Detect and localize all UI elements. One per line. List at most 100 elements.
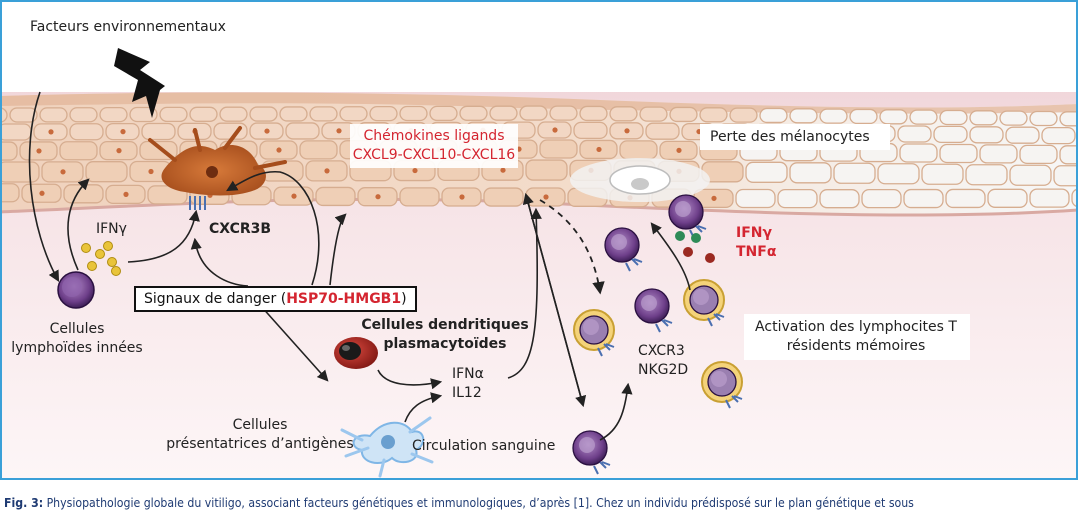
keratinocyte xyxy=(525,159,568,181)
keratinocyte xyxy=(877,163,920,185)
keratinocyte xyxy=(1029,188,1070,208)
t-cell-receptor xyxy=(707,313,725,327)
keratinocyte-nucleus xyxy=(552,127,558,133)
keratinocyte-nucleus xyxy=(596,146,602,153)
keratinocyte xyxy=(639,106,668,122)
keratinocyte xyxy=(519,105,548,121)
keratinocyte xyxy=(1059,111,1078,127)
label-innate-line2: lymphoïdes innées xyxy=(11,340,143,356)
keratinocyte xyxy=(969,126,1004,144)
keratinocyte xyxy=(921,163,964,185)
label-chemokines-line2: CXCL9-CXCL10-CXCL16 xyxy=(352,147,516,163)
label-cxcr3b: CXCR3B xyxy=(209,221,272,237)
keratinocyte xyxy=(609,106,638,122)
keratinocyte xyxy=(483,187,524,207)
keratinocyte xyxy=(833,162,876,184)
keratinocyte xyxy=(1053,165,1078,187)
keratinocyte xyxy=(299,140,338,160)
keratinocyte xyxy=(789,162,832,184)
keratinocyte xyxy=(899,143,938,163)
keratinocyte-nucleus xyxy=(39,190,45,196)
label-innate-cells: Cellules lymphoïdes innées xyxy=(2,320,152,358)
label-cxcr3: CXCR3 xyxy=(638,343,685,359)
keratinocyte xyxy=(573,121,608,140)
keratinocyte-nucleus xyxy=(60,169,66,175)
keratinocyte xyxy=(735,188,776,209)
keratinocyte xyxy=(59,141,98,161)
keratinocyte xyxy=(39,107,68,123)
keratinocyte xyxy=(99,106,128,123)
keratinocyte xyxy=(1041,126,1076,145)
keratinocyte xyxy=(965,164,1008,186)
label-nkg2d: NKG2D xyxy=(638,362,689,378)
label-ifng-red: IFNγ xyxy=(736,225,773,241)
label-env-factors: Facteurs environnementaux xyxy=(30,19,226,35)
keratinocyte xyxy=(819,189,860,209)
keratinocyte xyxy=(1009,164,1052,186)
keratinocyte xyxy=(903,188,944,209)
keratinocyte xyxy=(0,141,18,161)
keratinocyte xyxy=(759,107,788,124)
keratinocyte xyxy=(315,186,356,207)
keratinocyte xyxy=(213,122,248,140)
t-lymphocyte-nucleus xyxy=(579,437,595,453)
figure-caption: Fig. 3: Physiopathologie globale du viti… xyxy=(4,496,1074,510)
label-apc: Cellules présentatrices d’antigènes xyxy=(160,416,360,454)
keratinocyte xyxy=(1059,145,1078,165)
keratinocyte xyxy=(489,105,518,121)
keratinocyte-nucleus xyxy=(676,147,682,153)
keratinocyte-nucleus xyxy=(148,168,154,175)
label-chemokines-line1: Chémokines ligands xyxy=(363,128,505,144)
keratinocyte xyxy=(1029,110,1058,127)
keratinocyte xyxy=(279,106,308,122)
keratinocyte xyxy=(0,183,20,203)
keratinocyte xyxy=(933,125,968,144)
label-pdc: Cellules dendritiques plasmacytoïdes xyxy=(360,316,530,354)
t-cell-receptor xyxy=(597,343,615,357)
keratinocyte xyxy=(729,107,758,123)
keratinocyte xyxy=(939,143,978,164)
keratinocyte-nucleus xyxy=(291,193,297,199)
t-cell-receptor xyxy=(625,258,643,272)
keratinocyte xyxy=(945,188,986,209)
keratinocyte xyxy=(819,108,848,124)
keratinocyte xyxy=(979,144,1018,164)
label-il12: IL12 xyxy=(452,385,482,401)
danger-signals-box: Signaux de danger (HSP70-HMGB1) xyxy=(134,286,417,312)
label-apc-line2: présentatrices d’antigènes xyxy=(166,436,354,452)
keratinocyte xyxy=(69,123,104,141)
keratinocyte xyxy=(645,122,680,140)
caption-text: Physiopathologie globale du vitiligo, as… xyxy=(43,496,914,510)
keratinocyte xyxy=(369,105,398,122)
keratinocyte xyxy=(429,105,458,122)
label-activation: Activation des lymphocites T résidents m… xyxy=(746,318,966,356)
keratinocyte xyxy=(897,125,932,143)
keratinocyte xyxy=(459,105,488,121)
label-apc-line1: Cellules xyxy=(232,417,288,433)
apc-cell xyxy=(340,416,434,478)
keratinocyte xyxy=(549,105,578,121)
keratinocyte xyxy=(63,184,104,204)
label-innate-line1: Cellules xyxy=(49,321,105,337)
keratinocyte xyxy=(1005,126,1040,144)
keratinocyte xyxy=(669,106,698,123)
label-pdc-line1: Cellules dendritiques xyxy=(361,317,529,333)
keratinocyte xyxy=(1019,144,1058,165)
keratinocyte-nucleus xyxy=(48,129,54,135)
t-cell-receptor xyxy=(655,319,673,333)
keratinocyte xyxy=(939,109,968,126)
keratinocyte xyxy=(9,107,38,123)
t-lymphocyte-nucleus xyxy=(675,201,691,217)
label-tnfa-red: TNFα xyxy=(736,244,777,260)
keratinocyte-nucleus xyxy=(264,128,270,134)
diagram-canvas xyxy=(0,0,1078,480)
keratinocyte xyxy=(0,161,40,183)
keratinocyte xyxy=(969,110,998,126)
keratinocyte-nucleus xyxy=(375,194,381,200)
t-lymphocyte-nucleus xyxy=(693,289,709,305)
keratinocyte xyxy=(999,110,1028,126)
danger-suffix: ) xyxy=(401,291,407,307)
keratinocyte xyxy=(987,188,1028,208)
keratinocyte-nucleus xyxy=(324,168,330,174)
keratinocyte xyxy=(339,106,368,122)
